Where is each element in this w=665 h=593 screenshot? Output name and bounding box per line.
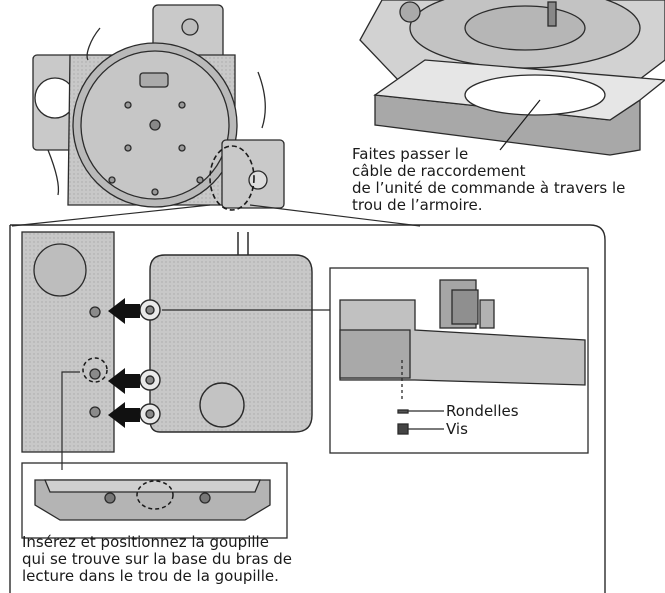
callout-pin-line-2: qui se trouve sur la base du bras de — [22, 550, 292, 568]
callout-cable-line-1: Faites passer le — [352, 145, 469, 163]
pin-hole-highlight — [82, 357, 108, 383]
callout-cable-line-3: de l’unité de commande à travers le — [352, 179, 626, 197]
callout-pin-line-1: Insérez et positionnez la goupille — [22, 533, 269, 551]
pin-highlight-circle — [136, 480, 174, 510]
chassis-detail — [21, 231, 115, 453]
connection-cable — [237, 232, 249, 258]
highlight-circle-top — [209, 145, 255, 211]
detail-frame — [9, 224, 606, 593]
turntable-on-cabinet — [359, 0, 665, 156]
zoom-line-left — [11, 204, 211, 227]
tonearm-base-plate — [139, 254, 313, 433]
insertion-arrows — [108, 298, 140, 428]
pointer-line-hole — [499, 99, 541, 151]
label-washers: Rondelles — [446, 402, 519, 420]
zoom-line-right — [249, 204, 421, 227]
turntable-base-top-view — [32, 4, 285, 209]
pin-detail — [21, 462, 288, 539]
callout-pin-line-3: lecture dans le trou de la goupille. — [22, 567, 279, 585]
pin-pointer-line — [61, 371, 80, 470]
cross-section-view — [329, 267, 589, 454]
label-screw: Vis — [446, 420, 468, 438]
callout-cable-line-2: câble de raccordement — [352, 162, 526, 180]
callout-cable-line-4: trou de l’armoire. — [352, 196, 483, 214]
